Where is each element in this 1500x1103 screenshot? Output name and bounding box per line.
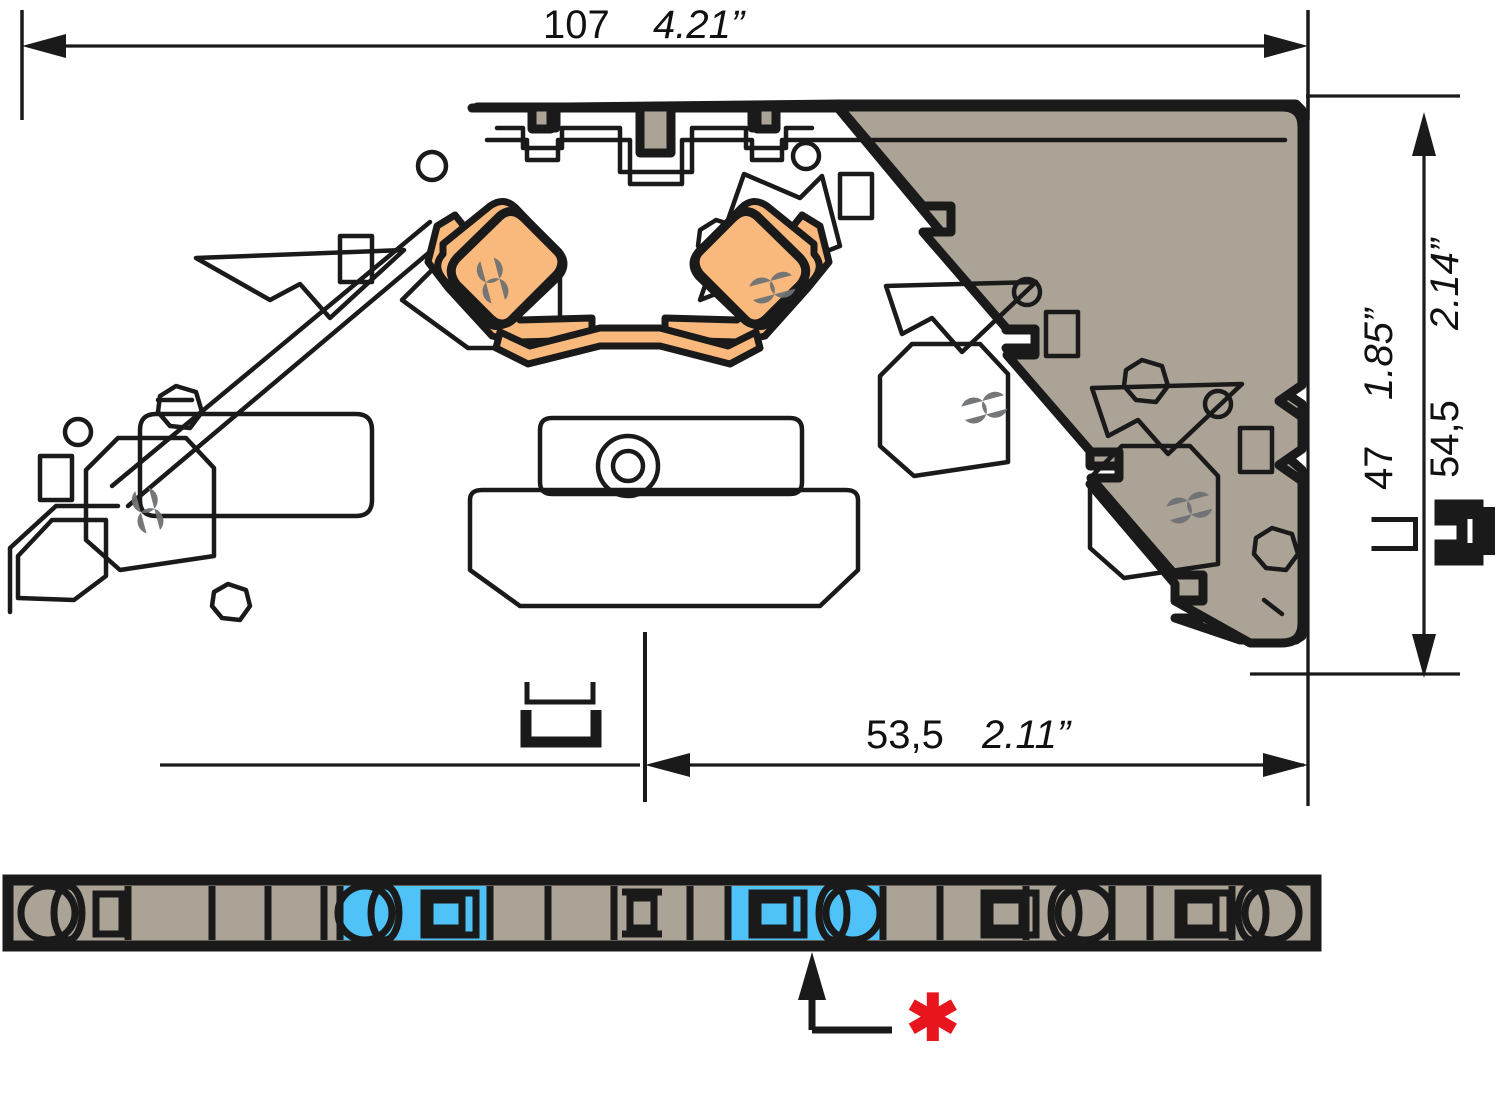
terminal-box-icon-1 <box>420 889 480 939</box>
right-clamp-pocket-2 <box>1087 443 1221 581</box>
g-rail-glyph <box>1439 507 1495 555</box>
pin-hole-3 <box>1011 276 1043 308</box>
left-clamp-pocket <box>83 435 217 573</box>
arrow-up-icon <box>1412 112 1436 156</box>
dim-right-inner-metric: 47 <box>1357 446 1401 491</box>
left-diag-rail-b <box>125 237 447 509</box>
leader-arrow-icon <box>798 952 826 1000</box>
foot-rim-outer <box>7 503 121 615</box>
center-boss-outer <box>595 433 661 499</box>
spool-icon-1 <box>622 888 662 938</box>
terminal-box-icon-4 <box>1174 889 1234 939</box>
dim-right-outer-metric: 54,5 <box>1423 400 1467 478</box>
clamp-cage-right-inner <box>689 207 811 329</box>
terminal-box-icon-2 <box>748 889 808 939</box>
left-pocket <box>137 411 375 519</box>
lens-pair-icon-3 <box>815 882 884 944</box>
arrow-right-bottom-icon <box>1263 753 1308 777</box>
wire-entry-right-2 <box>883 279 1039 355</box>
right-edge-step-b <box>1261 597 1285 617</box>
pin-hole-5 <box>62 416 94 448</box>
lens-pair-icon-2 <box>334 882 403 944</box>
dim-top-metric: 107 <box>543 3 610 47</box>
crown-channel <box>494 125 815 175</box>
center-block <box>537 415 805 497</box>
inner-contour <box>484 137 1288 187</box>
slot-right-mid <box>1043 309 1081 359</box>
center-slab <box>467 487 861 609</box>
left-diag-rail-a <box>109 219 433 489</box>
lens-pair-icon-1 <box>17 882 86 944</box>
slot-icon-1 <box>92 890 126 938</box>
section-inner-details <box>7 125 1301 641</box>
wire-entry-right-3 <box>1089 381 1245 457</box>
dimension-54-5: 54,5 2.14” <box>1412 112 1495 678</box>
footnote-asterisk: ✱ <box>906 982 960 1054</box>
pin-hole-1 <box>415 149 449 183</box>
dim-right-outer-inch: 2.14” <box>1423 237 1467 331</box>
hex-void-left <box>155 383 205 431</box>
slot-left-lower <box>37 453 75 503</box>
dimension-47: 47 1.85” <box>1357 307 1418 551</box>
din-rail-icon-bottom <box>524 682 596 705</box>
terminal-box-icon-3 <box>980 889 1040 939</box>
dimension-overall-width: 107 4.21” <box>20 3 1310 120</box>
dim-top-inch: 4.21” <box>653 3 746 47</box>
din-rail-icon <box>1371 517 1418 551</box>
lens-pair-icon-5 <box>1234 882 1303 944</box>
plan-view-strip <box>2 874 1322 952</box>
slot-right-lower <box>1237 425 1275 475</box>
clamp-cage-left-inner <box>446 207 568 329</box>
pin-hole-2 <box>790 140 822 172</box>
right-clamp-pocket-1 <box>877 341 1011 479</box>
lens-pair-icon-4 <box>1047 882 1116 944</box>
center-boss-inner <box>610 448 646 484</box>
hex-void-left-2 <box>209 581 253 623</box>
slot-right-upper <box>837 171 875 221</box>
arrow-right-icon <box>1264 34 1308 58</box>
arrow-left-icon <box>22 34 66 58</box>
hex-void-lower-right <box>1251 525 1301 573</box>
pin-hole-4 <box>1202 388 1234 420</box>
dim-bottom-metric: 53,5 <box>866 713 944 757</box>
dimension-depth: 53,5 2.11” <box>160 632 1310 806</box>
arrow-left-bottom-icon <box>645 753 690 777</box>
dim-right-inner-inch: 1.85” <box>1357 307 1401 400</box>
foot-rim <box>15 517 109 603</box>
conductor-assembly <box>424 198 833 368</box>
right-edge-step-a <box>1177 599 1247 641</box>
arrow-down-icon <box>1412 634 1436 678</box>
dimension-heights: 54,5 2.14” 47 1.85” <box>1250 94 1495 806</box>
dim-bottom-inch: 2.11” <box>981 713 1072 757</box>
footnote-leader: ✱ <box>798 952 960 1054</box>
busbar-link[interactable] <box>492 324 764 368</box>
g-rail-icon-bottom <box>520 710 602 748</box>
wire-entry-left <box>193 247 407 321</box>
cross-section-outline[interactable] <box>472 102 1307 648</box>
